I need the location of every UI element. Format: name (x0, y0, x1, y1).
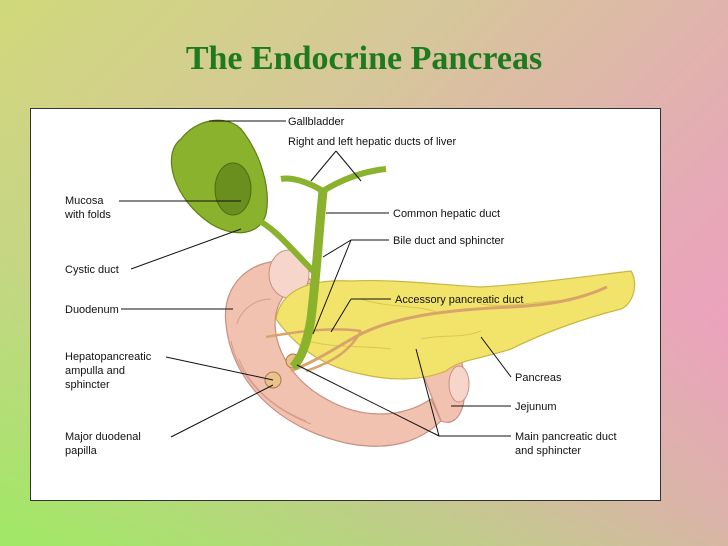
label-hepatopancreatic-1: Hepatopancreatic (65, 351, 152, 363)
label-papilla-2: papilla (65, 445, 98, 457)
label-jejunum: Jejunum (515, 401, 557, 413)
label-pancreas: Pancreas (515, 372, 562, 384)
label-hepatopancreatic-3: sphincter (65, 379, 110, 391)
anatomy-diagram: Gallbladder Right and left hepatic ducts… (61, 109, 637, 471)
label-papilla-1: Major duodenal (65, 431, 141, 443)
diagram-svg: Gallbladder Right and left hepatic ducts… (64, 116, 636, 457)
label-common-hepatic-duct: Common hepatic duct (393, 208, 500, 220)
label-mucosa-1: Mucosa (65, 195, 104, 207)
label-duodenum: Duodenum (65, 304, 119, 316)
label-hepatic-ducts: Right and left hepatic ducts of liver (288, 136, 456, 148)
label-gallbladder: Gallbladder (288, 116, 345, 128)
label-main-duct-2: and sphincter (515, 445, 581, 457)
slide-title: The Endocrine Pancreas (185, 40, 543, 77)
leader-lines (119, 120, 512, 438)
label-hepatopancreatic-2: ampulla and (65, 365, 125, 377)
label-mucosa-2: with folds (64, 209, 111, 221)
label-bile-duct: Bile duct and sphincter (393, 235, 505, 247)
label-main-duct-1: Main pancreatic duct (515, 431, 617, 443)
gallbladder-shape (170, 119, 387, 371)
pancreas-shape (275, 270, 636, 380)
label-cystic-duct: Cystic duct (65, 264, 119, 276)
label-accessory-duct: Accessory pancreatic duct (395, 294, 523, 306)
